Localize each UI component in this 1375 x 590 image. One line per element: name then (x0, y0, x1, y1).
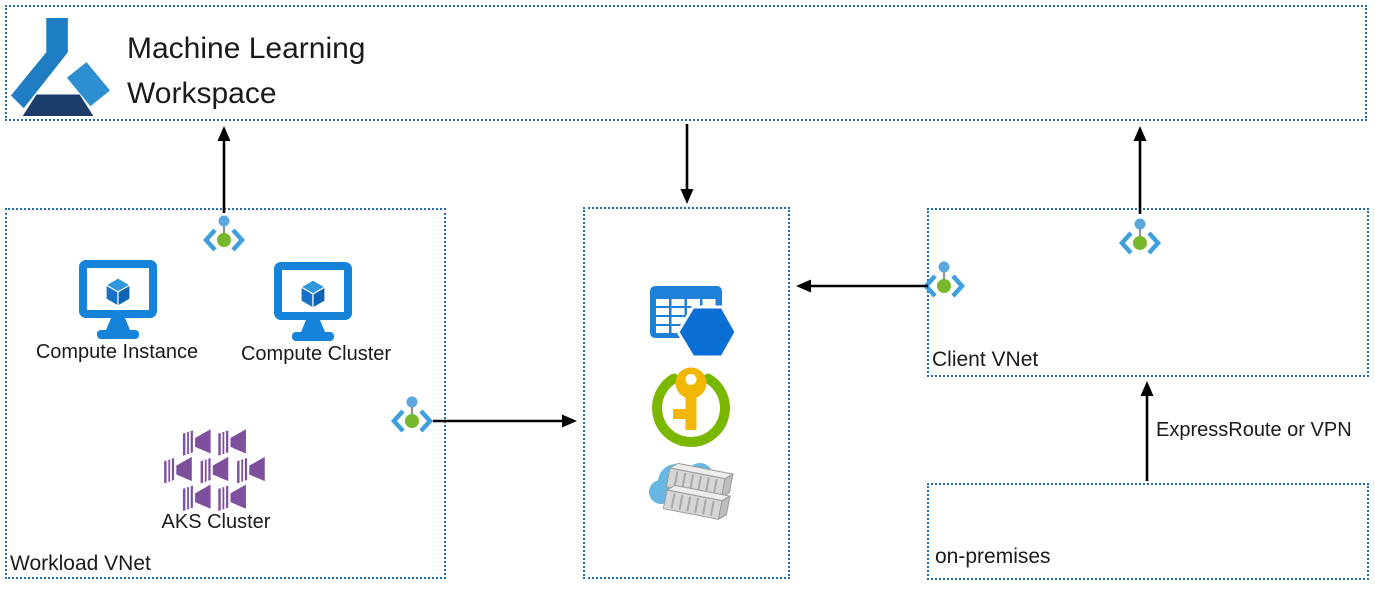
client-vnet-box (927, 208, 1369, 377)
private-endpoint-icon (390, 396, 434, 433)
aks-cluster-label: AKS Cluster (161, 511, 271, 533)
client-vnet-label: Client VNet (932, 348, 1039, 371)
shared-services-box (583, 207, 790, 579)
ml-workspace-title: Machine Learning Workspace (127, 32, 366, 110)
machine-learning-workspace-icon (10, 17, 111, 117)
container-registry-icon (649, 462, 735, 521)
aks-cluster-icon (164, 428, 266, 511)
compute-instance-icon (79, 260, 157, 339)
compute-cluster-label: Compute Cluster (240, 343, 392, 365)
on-premises-label: on-premises (935, 545, 1051, 568)
on-premises-box (927, 483, 1369, 580)
compute-cluster-icon (274, 262, 352, 341)
private-endpoint-icon (202, 215, 246, 252)
private-endpoint-icon (1118, 218, 1162, 255)
expressroute-vpn-label: ExpressRoute or VPN (1156, 419, 1352, 441)
ml-workspace-box (5, 5, 1367, 121)
key-vault-icon (652, 367, 730, 447)
private-endpoint-icon (922, 261, 966, 298)
compute-instance-label: Compute Instance (35, 341, 199, 363)
storage-account-icon (650, 286, 738, 359)
workload-vnet-label: Workload VNet (10, 552, 151, 575)
workload-vnet-box (5, 208, 446, 579)
